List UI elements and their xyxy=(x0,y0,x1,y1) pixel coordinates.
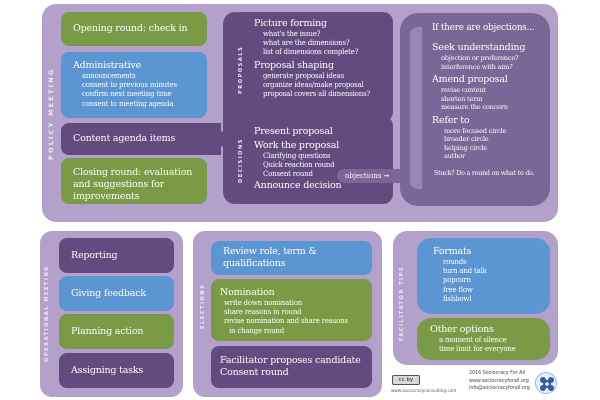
proposal-item: proposal covers all dimensions? xyxy=(263,90,370,99)
announce-decision: Announce decision xyxy=(254,179,342,191)
assigning-tasks-item: Assigning tasks xyxy=(59,353,174,388)
proposal-item: what's the issue? xyxy=(263,30,321,38)
decision-step: Clarifying questions xyxy=(263,152,331,160)
giving-feedback-item: Giving feedback xyxy=(59,276,174,311)
opening-round-box: Opening round: check in xyxy=(61,12,207,46)
decisions-box: DECISIONS Present proposal Work the prop… xyxy=(230,116,393,204)
admin-item: consent to meeting agenda xyxy=(82,99,174,108)
policy-meeting-label: POLICY MEETING xyxy=(47,67,55,161)
closing-round-text: Closing round: evaluation and suggestion… xyxy=(73,167,193,202)
proposal-item: organize ideas/make proposal xyxy=(263,80,364,89)
planning-action-text: Planning action xyxy=(71,325,144,337)
other-option-item: time limit for everyone xyxy=(439,345,516,354)
sociocracy-for-all-logo-icon xyxy=(535,372,557,394)
amend-proposal-title: Amend proposal xyxy=(432,74,508,85)
other-options-title: Other options xyxy=(430,324,494,335)
admin-item: confirm next meeting time xyxy=(82,90,172,99)
email-link[interactable]: info@sociocracyforall.org xyxy=(469,386,530,391)
objection-item: interference with aim? xyxy=(441,62,513,71)
decisions-label: DECISIONS xyxy=(238,138,244,184)
copyright-text: 2016 Sociocracy For All xyxy=(469,371,526,376)
format-item: fishbowl xyxy=(443,294,472,303)
footer-credits: 2016 Sociocracy For All www.sociocracyfo… xyxy=(469,370,530,393)
closing-round-box: Closing round: evaluation and suggestion… xyxy=(61,158,207,204)
facilitator-proposes-text: Facilitator proposes candidate xyxy=(220,355,361,366)
review-role-box: Review role, term & qualifications xyxy=(211,241,372,275)
decision-step: Consent round xyxy=(263,170,313,179)
administrative-title: Administrative xyxy=(73,60,142,71)
objections-box: If there are objections... Seek understa… xyxy=(400,13,550,206)
opening-round-text: Opening round: check in xyxy=(73,23,188,34)
facilitator-proposes-box: Facilitator proposes candidate Consent r… xyxy=(211,346,372,388)
proposal-item: what are the dimensions? xyxy=(263,39,350,48)
reporting-item: Reporting xyxy=(59,238,174,273)
format-item: rounds xyxy=(443,258,467,266)
facilitator-tips-label: FACILITATOR TIPS xyxy=(399,265,405,341)
objection-item: helping circle xyxy=(444,143,488,152)
nomination-box: Nomination write down nomination share r… xyxy=(211,279,372,341)
cc-badge-text: cc by xyxy=(398,377,414,383)
formats-title: Formats xyxy=(433,246,472,257)
arrow-right-icon: ➞ xyxy=(383,172,390,180)
nomination-item: in change round xyxy=(229,326,284,335)
format-item: popcorn xyxy=(443,276,471,285)
seek-understanding-title: Seek understanding xyxy=(432,42,526,53)
picture-forming-title: Picture forming xyxy=(254,18,327,29)
consulting-url[interactable]: www.sociocracyconsulting.com xyxy=(391,388,457,393)
objections-tag-text: objections xyxy=(345,172,382,180)
proposal-shaping-title: Proposal shaping xyxy=(254,59,334,71)
objection-item: author xyxy=(444,152,465,160)
objection-item: measure the concern xyxy=(441,103,508,111)
content-agenda-box: Content agenda items xyxy=(61,123,221,155)
format-item: turn and talk xyxy=(443,267,487,276)
cc-license-badge: cc by xyxy=(392,375,420,385)
giving-feedback-text: Giving feedback xyxy=(71,287,146,299)
objections-intro: If there are objections... xyxy=(432,23,535,33)
other-option-item: a moment of silence xyxy=(439,336,507,344)
nomination-item: write down nomination xyxy=(224,299,303,307)
objection-item: more focused circle xyxy=(444,126,507,135)
proposals-box: PROPOSALS Picture forming what's the iss… xyxy=(230,12,393,122)
admin-item: announcements xyxy=(82,72,136,80)
nomination-item: share reasons in round xyxy=(224,308,302,317)
consent-round-text: Consent round xyxy=(220,367,289,378)
planning-action-item: Planning action xyxy=(59,314,174,349)
website-link[interactable]: www.sociocracyforall.org xyxy=(469,378,529,384)
elections-label: ELECTIONS xyxy=(200,283,206,329)
stuck-tip: Stuck? Do a round on what to do. xyxy=(434,169,535,177)
administrative-box: Administrative announcements consent to … xyxy=(61,52,207,118)
content-agenda-text: Content agenda items xyxy=(73,133,176,144)
formats-box: Formats rounds turn and talk popcorn fre… xyxy=(417,238,550,314)
decision-step: Quick reaction round xyxy=(263,161,335,170)
format-item: free flow xyxy=(443,285,473,294)
admin-item: consent to previous minutes xyxy=(82,81,177,90)
proposal-item: generate proposal ideas xyxy=(263,71,344,80)
proposals-label: PROPOSALS xyxy=(238,45,244,95)
objections-bracket xyxy=(410,27,422,189)
other-options-box: Other options a moment of silence time l… xyxy=(417,318,550,360)
proposal-item: list of dimensions complete? xyxy=(263,48,359,57)
objections-tag: objections ➞ xyxy=(337,169,407,183)
objection-item: revise content xyxy=(441,86,486,94)
assigning-tasks-text: Assigning tasks xyxy=(71,364,144,376)
review-role-text: Review role, term & qualifications xyxy=(223,246,317,269)
objection-item: objection or preference? xyxy=(441,54,519,62)
refer-to-title: Refer to xyxy=(432,114,470,126)
nomination-title: Nomination xyxy=(220,287,275,298)
present-proposal: Present proposal xyxy=(254,126,333,137)
objection-item: broader circle xyxy=(444,135,489,143)
objection-item: shorten term xyxy=(441,94,483,103)
operational-meeting-label: OPERATIONAL MEETING xyxy=(44,265,50,363)
nomination-item: revise nomination and share reasons xyxy=(224,317,348,326)
reporting-text: Reporting xyxy=(71,249,118,261)
work-proposal: Work the proposal xyxy=(254,140,340,151)
